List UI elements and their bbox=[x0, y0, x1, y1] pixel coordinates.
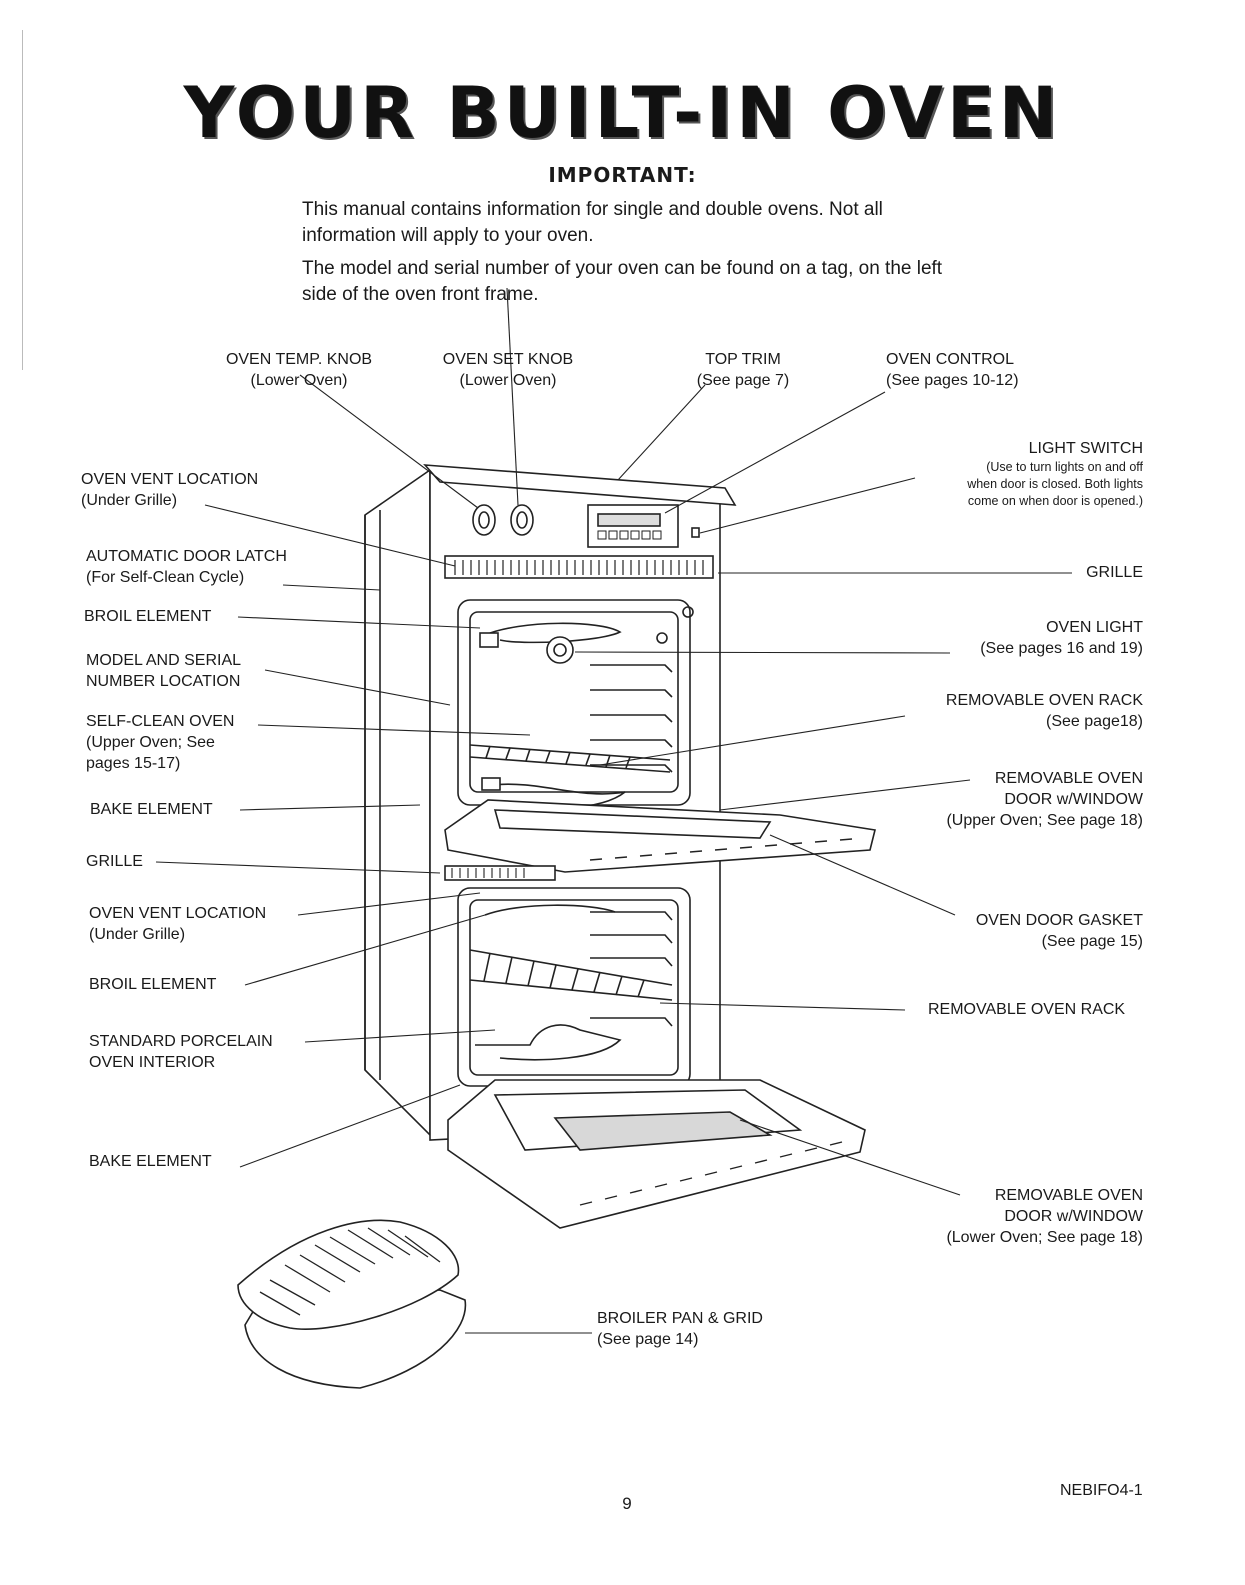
label-oven-light: OVEN LIGHT (See pages 16 and 19) bbox=[980, 619, 1143, 657]
broiler-pan-drawing bbox=[237, 1219, 467, 1389]
label-broiler-pan: BROILER PAN & GRID (See page 14) bbox=[597, 1310, 763, 1348]
lower-oven-cavity bbox=[457, 887, 691, 1087]
label-light-switch-note: (Use to turn lights on and off when door… bbox=[967, 460, 1143, 508]
label-upper-oven-rack: REMOVABLE OVEN RACK (See page18) bbox=[945, 692, 1143, 730]
upper-oven-rack bbox=[469, 744, 671, 773]
oven-drawing bbox=[237, 464, 876, 1389]
label-top-trim: TOP TRIM (See page 7) bbox=[696, 351, 790, 389]
label-model-serial-location: MODEL AND SERIAL NUMBER LOCATION bbox=[86, 652, 242, 690]
intro-paragraph-2: The model and serial number of your oven… bbox=[302, 258, 943, 305]
label-porcelain-interior: STANDARD PORCELAIN OVEN INTERIOR bbox=[89, 1033, 273, 1071]
page-title: YOUR BUILT-IN OVEN bbox=[183, 72, 1062, 154]
upper-oven-cavity bbox=[457, 599, 691, 806]
lower-broil-element bbox=[484, 904, 616, 916]
lower-oven-racks bbox=[469, 949, 673, 1001]
label-automatic-door-latch: AUTOMATIC DOOR LATCH (For Self-Clean Cyc… bbox=[86, 548, 287, 586]
lower-bake-element bbox=[475, 1024, 622, 1061]
label-upper-bake-element: BAKE ELEMENT bbox=[90, 801, 213, 818]
important-heading: IMPORTANT: bbox=[548, 163, 697, 187]
intro-paragraph-1: This manual contains information for sin… bbox=[302, 199, 883, 246]
label-self-clean-oven: SELF-CLEAN OVEN (Upper Oven; See pages 1… bbox=[86, 713, 235, 772]
oven-knobs bbox=[472, 504, 534, 536]
label-lower-oven-vent: OVEN VENT LOCATION (Under Grille) bbox=[89, 905, 267, 943]
lower-rack-supports bbox=[590, 911, 673, 1027]
leader-lines bbox=[155, 287, 1072, 1334]
document-code: NEBIFO4-1 bbox=[1060, 1482, 1143, 1499]
label-upper-oven-door: REMOVABLE OVEN DOOR w/WINDOW (Upper Oven… bbox=[946, 770, 1143, 829]
label-upper-broil-element: BROIL ELEMENT bbox=[84, 608, 212, 625]
upper-broil-element bbox=[484, 622, 622, 644]
upper-oven-light bbox=[546, 636, 574, 664]
scan-margin-line bbox=[22, 30, 23, 370]
label-lower-oven-rack: REMOVABLE OVEN RACK bbox=[928, 1001, 1126, 1018]
label-oven-temp-knob: OVEN TEMP. KNOB (Lower Oven) bbox=[225, 351, 373, 389]
label-lower-broil-element: BROIL ELEMENT bbox=[89, 976, 217, 993]
oven-light-switch bbox=[691, 527, 700, 538]
upper-rack-supports bbox=[590, 664, 673, 773]
label-lower-grille: GRILLE bbox=[86, 853, 143, 870]
label-light-switch: LIGHT SWITCH bbox=[1028, 440, 1143, 457]
upper-grille bbox=[444, 555, 714, 579]
label-oven-set-knob: OVEN SET KNOB (Lower Oven) bbox=[442, 351, 574, 389]
label-oven-door-gasket: OVEN DOOR GASKET (See page 15) bbox=[975, 912, 1143, 950]
label-upper-oven-vent: OVEN VENT LOCATION (Under Grille) bbox=[81, 471, 259, 509]
page-number: 9 bbox=[622, 1494, 632, 1513]
label-lower-oven-door: REMOVABLE OVEN DOOR w/WINDOW (Lower Oven… bbox=[946, 1187, 1143, 1246]
label-upper-grille: GRILLE bbox=[1086, 564, 1143, 581]
label-oven-control: OVEN CONTROL (See pages 10-12) bbox=[886, 351, 1019, 389]
label-lower-bake-element: BAKE ELEMENT bbox=[89, 1153, 212, 1170]
